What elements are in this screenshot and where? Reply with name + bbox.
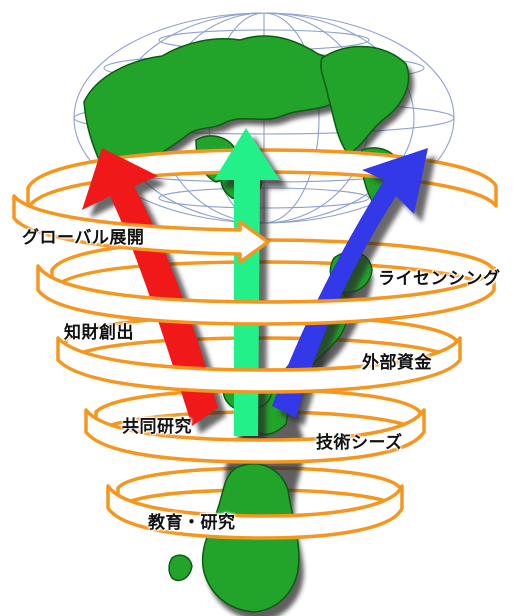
label-ip-creation: 知財創出 [64, 323, 134, 343]
island-landmass [168, 554, 193, 582]
green-arrow [214, 128, 280, 436]
label-licensing: ライセンシング [378, 269, 501, 289]
label-technology-seeds: 技術シーズ [316, 433, 403, 453]
arrows [82, 128, 436, 444]
label-external-funding: 外部資金 [362, 353, 432, 373]
north-america-landmass [320, 45, 410, 155]
label-global-expansion: グローバル展開 [22, 228, 145, 248]
label-education-research: 教育・研究 [148, 513, 236, 533]
label-joint-research: 共同研究 [122, 417, 192, 437]
blue-arrow [272, 148, 428, 418]
red-arrow [82, 148, 218, 426]
spiral-ribbon-front [12, 194, 496, 540]
